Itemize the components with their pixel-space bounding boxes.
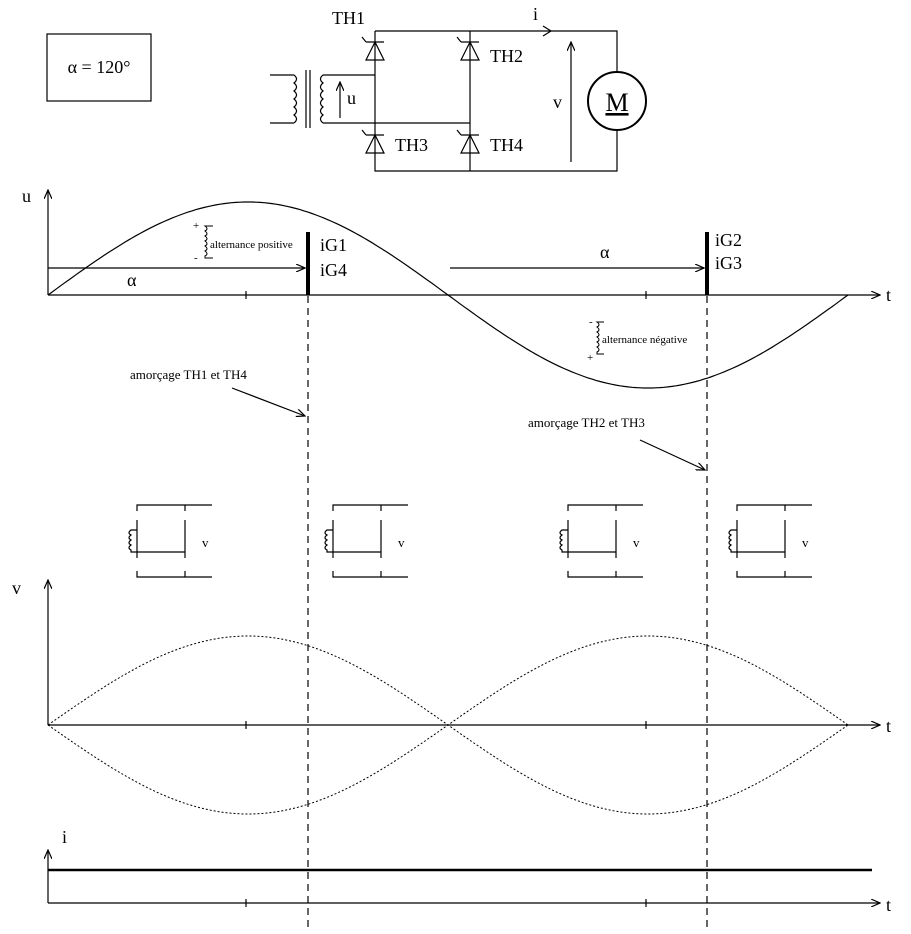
small-circuit-v-label: v: [633, 535, 640, 550]
small-circuit: v: [324, 504, 408, 578]
firing-arrow-2: [639, 439, 705, 470]
v-axis-label: v: [12, 578, 21, 598]
thyristor-th1: [361, 36, 385, 61]
current-arrow-icon: [542, 25, 553, 37]
i-axis-label: i: [62, 827, 67, 847]
graph-v: v t: [12, 578, 891, 815]
t-axis-label: t: [886, 716, 891, 736]
firing-th2-th3-label: amorçage TH2 et TH3: [528, 415, 645, 430]
v-label: v: [553, 92, 562, 112]
small-circuit: v: [559, 504, 643, 578]
th2-label: TH2: [490, 46, 523, 66]
small-circuit-v-label: v: [398, 535, 405, 550]
motor-label: M: [605, 88, 628, 117]
small-circuit-v-label: v: [802, 535, 809, 550]
plus-sign: +: [193, 220, 199, 232]
graph-i: i t: [48, 827, 891, 915]
thyristor-th2: [456, 36, 480, 61]
ig3-label: iG3: [715, 253, 742, 273]
negative-label: alternance négative: [602, 334, 687, 346]
motor: M: [587, 71, 647, 131]
negative-alternance-note: - + alternance négative: [587, 316, 687, 364]
alpha-value: α = 120°: [68, 57, 131, 77]
alpha-label-1: α: [127, 270, 137, 290]
alpha-box: α = 120°: [46, 33, 152, 102]
plus-sign: +: [587, 352, 593, 364]
current-label: i: [533, 4, 538, 24]
u-axis-label: u: [22, 186, 31, 206]
positive-alternance-note: + - alternance positive: [193, 220, 293, 264]
u-label: u: [347, 88, 356, 108]
ig2-label: iG2: [715, 230, 742, 250]
firing-th1-th4-label: amorçage TH1 et TH4: [130, 367, 247, 382]
t-axis-label: t: [886, 895, 891, 915]
u-sine-curve: [47, 201, 849, 389]
v-positive-curve: [47, 635, 849, 726]
minus-sign: -: [589, 316, 593, 328]
firing-arrow-1: [231, 387, 305, 416]
graph-u: u t α α iG1 iG4 iG2 iG3 + - alternance p…: [22, 186, 891, 470]
ig4-label: iG4: [320, 260, 347, 280]
small-circuit: v: [128, 504, 212, 578]
thyristor-th3: [361, 129, 385, 154]
small-circuit: v: [728, 504, 812, 578]
th4-label: TH4: [490, 135, 523, 155]
small-circuit-v-label: v: [202, 535, 209, 550]
thyristor-th4: [456, 129, 480, 154]
t-axis-label: t: [886, 285, 891, 305]
v-negative-curve: [47, 724, 849, 815]
th1-label: TH1: [332, 8, 365, 28]
minus-sign: -: [194, 252, 198, 264]
th3-label: TH3: [395, 135, 428, 155]
positive-label: alternance positive: [210, 239, 293, 251]
alpha-label-2: α: [600, 242, 610, 262]
ig1-label: iG1: [320, 235, 347, 255]
transformer: [270, 70, 324, 128]
bridge-circuit: TH1 TH2 TH3 TH4 i u v M: [270, 4, 647, 172]
